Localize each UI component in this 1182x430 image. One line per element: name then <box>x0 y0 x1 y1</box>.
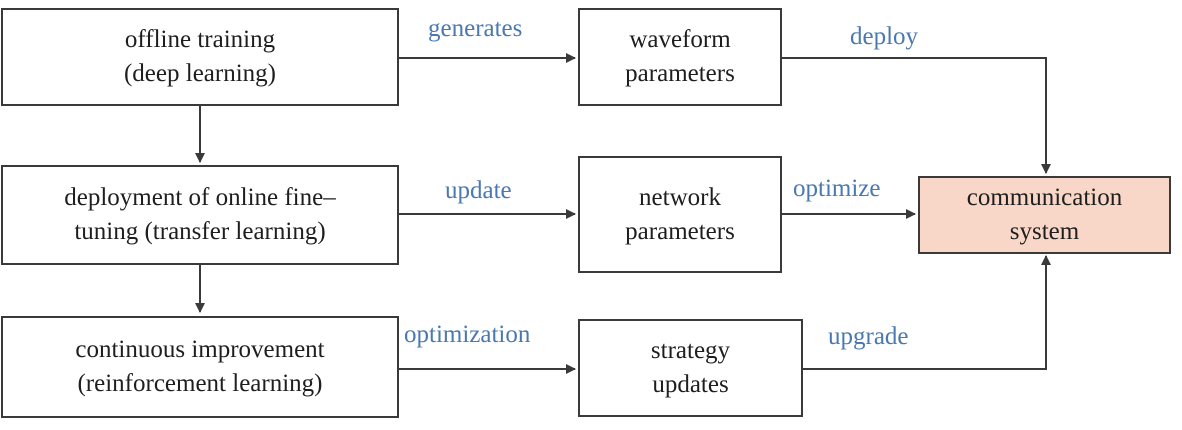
edge-label-deploy: deploy <box>850 23 919 50</box>
node-continuous-improvement-line-1: continuous improvement <box>75 336 325 363</box>
node-continuous-improvement: continuous improvement (reinforcement le… <box>1 316 399 418</box>
node-waveform-parameters-line-1: waveform <box>629 26 731 53</box>
node-network-parameters-line-2: parameters <box>625 217 735 245</box>
node-strategy-updates-line-2: updates <box>652 371 729 398</box>
node-online-finetuning-line-1: deployment of online fine– <box>64 184 336 211</box>
node-strategy-updates-line-1: strategy <box>650 337 731 364</box>
node-network-parameters-line-1: network <box>639 183 721 211</box>
node-offline-training-line-2: (deep learning) <box>123 60 276 87</box>
arrow-upgrade <box>803 255 1051 370</box>
node-continuous-improvement-line-2: (reinforcement learning) <box>77 370 323 397</box>
node-offline-training-line-1: offline training <box>124 26 276 53</box>
node-network-parameters: network parameters <box>578 156 782 273</box>
node-offline-training: offline training (deep learning) <box>1 8 399 106</box>
edge-label-upgrade: upgrade <box>828 323 909 350</box>
node-communication-system-line-1: communication <box>966 184 1123 211</box>
node-strategy-updates: strategy updates <box>578 319 803 417</box>
node-communication-system: communication system <box>918 176 1171 254</box>
node-communication-system-line-2: system <box>1009 218 1080 245</box>
node-waveform-parameters: waveform parameters <box>578 8 782 106</box>
edge-label-update: update <box>445 177 512 204</box>
node-waveform-parameters-line-2: parameters <box>625 60 735 87</box>
node-online-finetuning: deployment of online fine– tuning (trans… <box>1 165 399 265</box>
node-online-finetuning-line-2: tuning (transfer learning) <box>74 218 326 245</box>
edge-label-optimize: optimize <box>793 175 881 202</box>
arrow-deploy <box>782 57 1051 174</box>
edge-label-generates: generates <box>428 15 523 42</box>
edge-label-optimization: optimization <box>404 321 531 348</box>
